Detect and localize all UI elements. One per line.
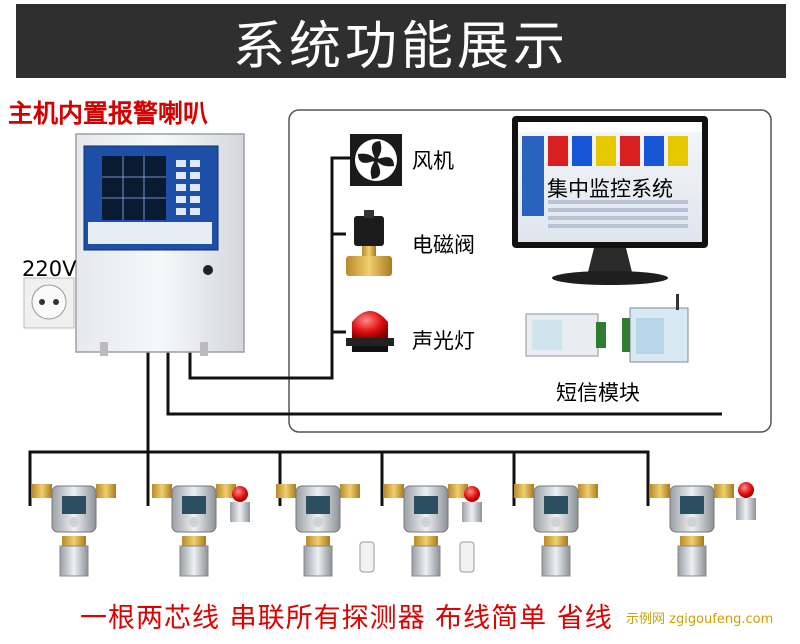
fan-label: 风机 — [412, 149, 454, 173]
detector-2 — [152, 484, 250, 577]
sms-label: 短信模块 — [556, 381, 640, 405]
watermark: 示例网 zgigoufeng.com — [626, 608, 774, 627]
detector-6 — [650, 482, 756, 577]
alarm-light-icon — [346, 311, 394, 352]
control-wires — [166, 156, 722, 416]
host-controller — [75, 133, 245, 356]
fan-icon — [350, 134, 402, 186]
host-speaker-label: 主机内置报警喇叭 — [8, 99, 209, 128]
valve-label: 电磁阀 — [412, 233, 475, 257]
monitor-label: 集中监控系统 — [547, 177, 673, 201]
bottom-caption: 一根两芯线 串联所有探测器 布线简单 省线 — [80, 603, 613, 634]
detector-bus-wire — [28, 352, 650, 506]
title-banner: 系统功能展示 — [16, 4, 786, 78]
detectors — [32, 482, 756, 577]
power-socket-icon — [23, 277, 75, 329]
output-devices-frame — [288, 109, 772, 433]
detector-1 — [32, 484, 116, 577]
solenoid-valve-icon — [346, 210, 392, 276]
detector-4 — [384, 484, 482, 577]
sms-module-icon — [525, 294, 689, 363]
light-label: 声光灯 — [412, 329, 475, 353]
monitor-icon — [512, 116, 708, 285]
detector-5 — [514, 484, 598, 577]
detector-3 — [276, 484, 375, 577]
power-label: 220V — [22, 257, 77, 281]
page-title: 系统功能展示 — [232, 16, 569, 77]
